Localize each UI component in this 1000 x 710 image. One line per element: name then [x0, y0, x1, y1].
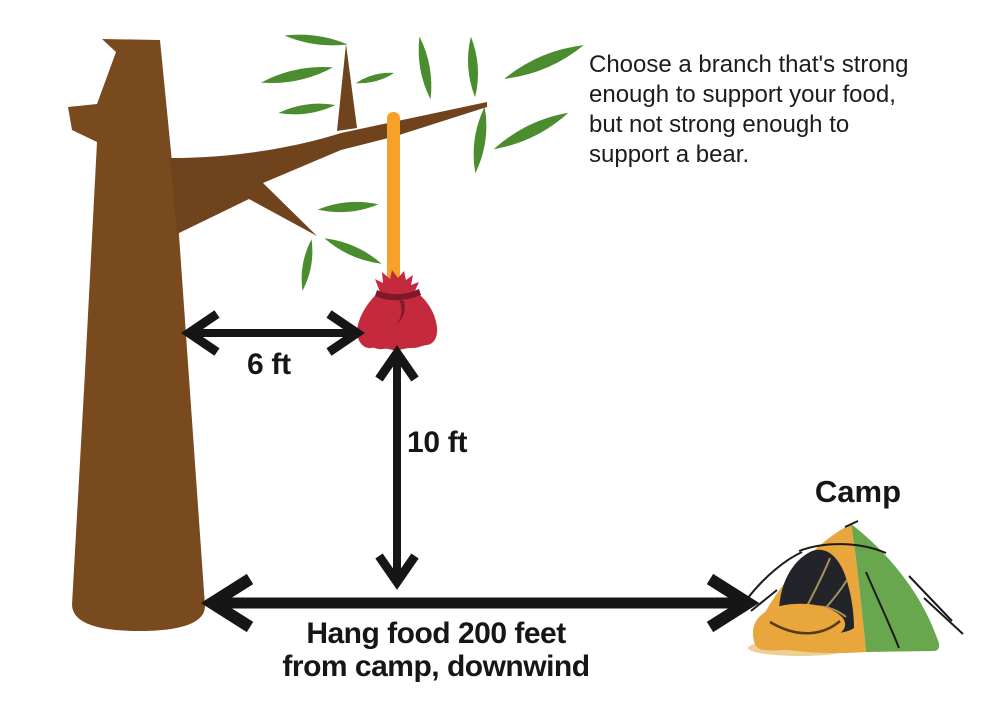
arrows [180, 310, 760, 633]
branch-note-line: enough to support your food, [589, 81, 896, 108]
tree-twig [337, 44, 357, 131]
branch-note: Choose a branch that's strong enough to … [589, 50, 908, 170]
arrow-head-left [180, 310, 220, 356]
arrow-head-top [375, 345, 419, 382]
tent-icon [746, 520, 964, 656]
tent-pole-line [865, 571, 900, 649]
tent-pole-lines [746, 520, 964, 649]
double-arrow-icon-6ft [180, 310, 366, 356]
leaf-icon [324, 238, 382, 264]
bag-tie [375, 289, 421, 301]
branch-note-line: Choose a branch that's strong [589, 51, 909, 78]
double-arrow-icon-10ft [375, 345, 419, 590]
leaf-icon [284, 34, 348, 46]
leaf-icon [467, 36, 479, 98]
branch-note-line: but not strong enough to [589, 111, 850, 138]
tent-flap [752, 603, 846, 651]
tree-trunk [68, 39, 205, 631]
camp-distance-caption-line: from camp, downwind [282, 650, 590, 683]
tent-ridge-line [798, 543, 887, 554]
camp-label: Camp [814, 474, 902, 509]
food-bag-icon [357, 270, 438, 351]
tent-panel-green [851, 524, 940, 652]
tent-guy-line [750, 589, 778, 612]
door-line [805, 557, 831, 609]
camp-distance-caption-line: Hang food 200 feet [306, 617, 566, 650]
arrow-head-right [706, 573, 760, 633]
bag-body [357, 284, 438, 351]
tree-icon [68, 39, 487, 631]
leaf-icon [418, 36, 432, 100]
distance-10ft-label: 10 ft [407, 426, 468, 459]
leaf-icon [317, 201, 379, 213]
tent-apex-tick [844, 520, 859, 528]
arrow-head-left [200, 573, 254, 633]
tree-branch [170, 102, 487, 236]
leaf-icon [473, 106, 487, 174]
double-arrow-icon-camp [200, 573, 760, 633]
leaf-icon [355, 72, 395, 84]
arrow-head-bottom [375, 553, 419, 590]
leaf-icon [278, 103, 336, 115]
leaf-icon [504, 45, 584, 79]
tent-guy-line [923, 597, 964, 635]
bag-tie-string [397, 300, 405, 324]
foliage [261, 34, 584, 291]
leaf-icon [301, 239, 313, 291]
rope-icon [387, 112, 400, 287]
branch-note-line: support a bear. [589, 141, 750, 168]
distance-6ft-label: 6 ft [247, 348, 291, 381]
camp-distance-caption: Hang food 200 feet from camp, downwind [236, 617, 636, 683]
arrow-head-right [326, 310, 366, 356]
tent-flap-line [769, 620, 841, 635]
tent-guy-line [746, 551, 803, 600]
tent-guy-line [908, 575, 953, 622]
leaf-icon [261, 66, 333, 84]
leaf-icon [493, 112, 569, 150]
